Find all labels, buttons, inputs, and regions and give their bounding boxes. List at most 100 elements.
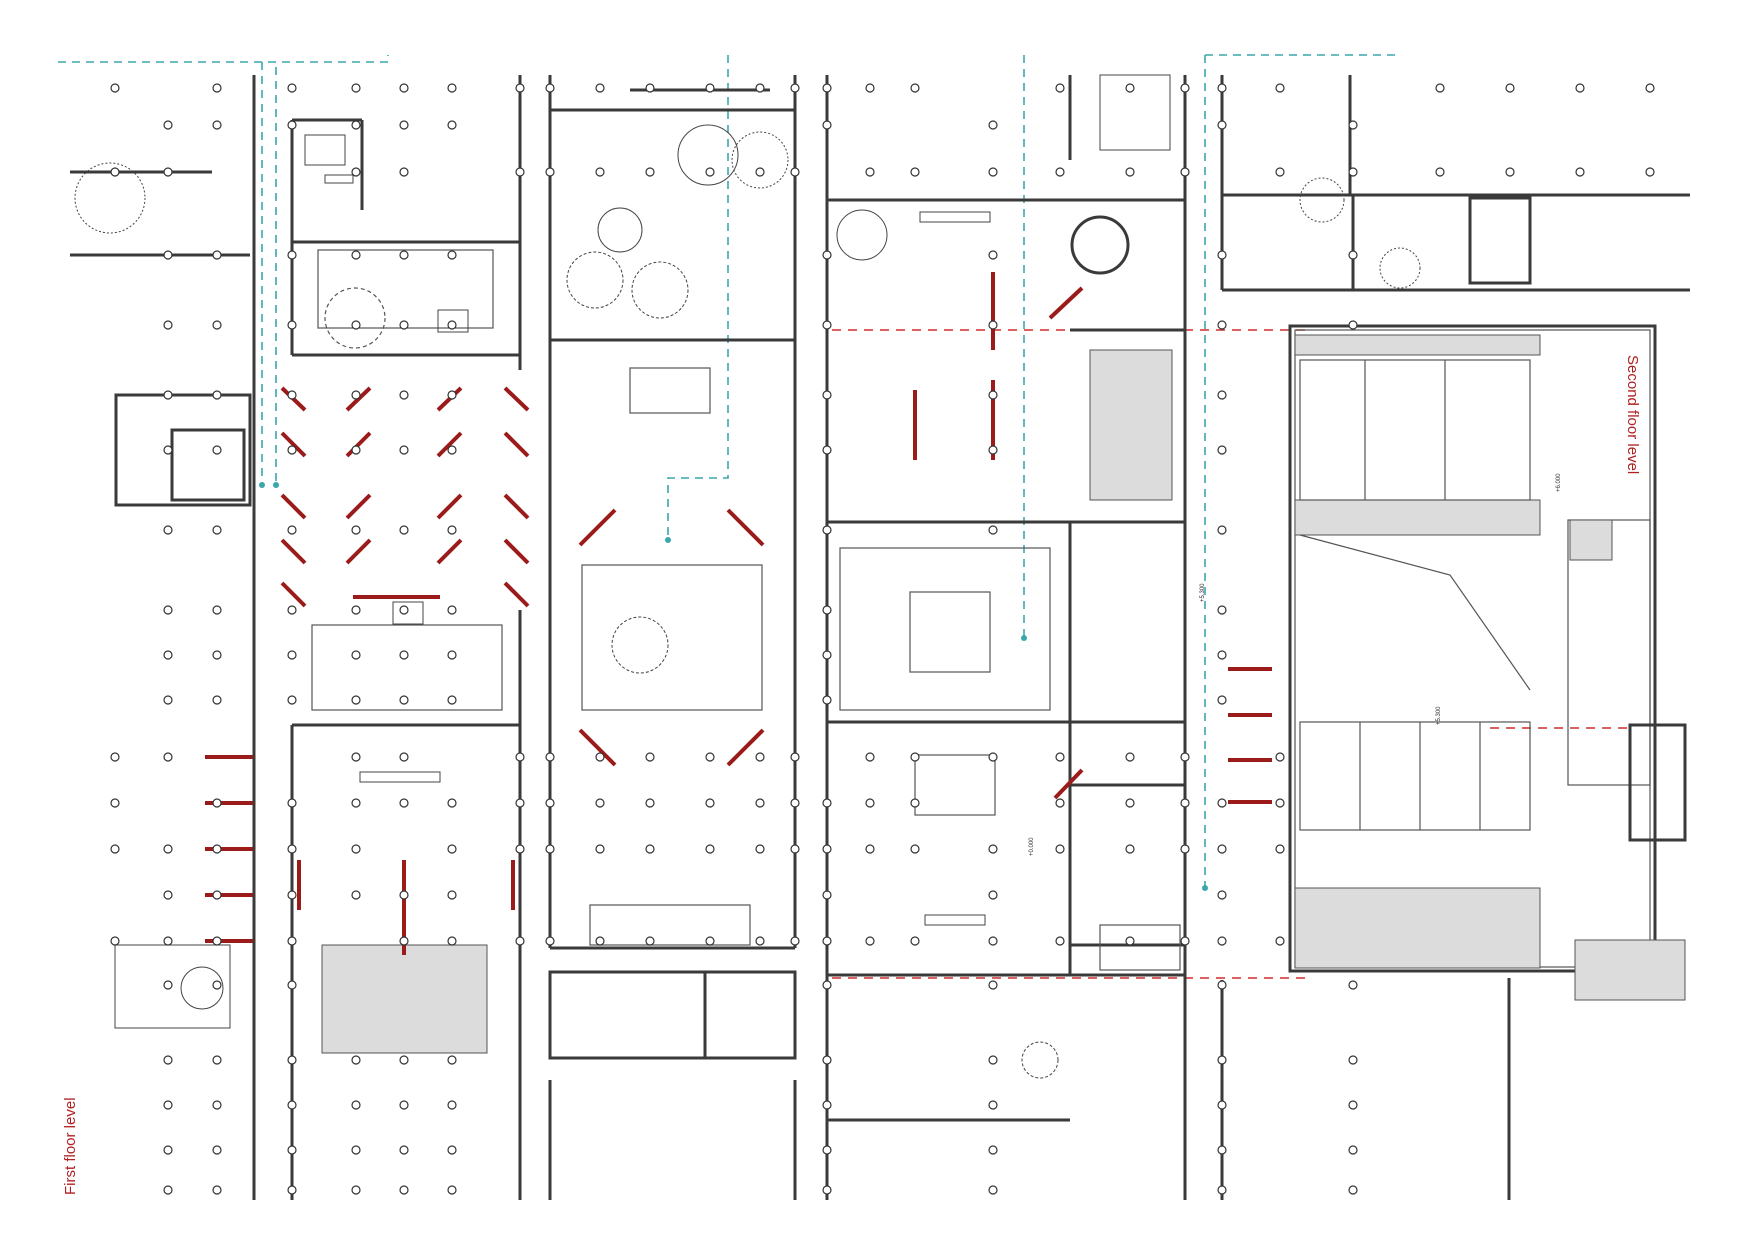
column xyxy=(1217,250,1227,260)
column xyxy=(399,1100,409,1110)
column-grid xyxy=(110,83,1655,1195)
column xyxy=(163,525,173,535)
column xyxy=(705,752,715,762)
elevation-mark: +0.000 xyxy=(1029,837,1035,856)
column xyxy=(287,890,297,900)
column xyxy=(1348,1185,1358,1195)
column xyxy=(988,445,998,455)
column xyxy=(1217,525,1227,535)
column xyxy=(351,695,361,705)
column xyxy=(1348,1055,1358,1065)
column xyxy=(110,167,120,177)
column xyxy=(212,980,222,990)
column xyxy=(447,120,457,130)
column xyxy=(1275,936,1285,946)
column xyxy=(399,1055,409,1065)
column xyxy=(447,798,457,808)
column xyxy=(645,936,655,946)
column xyxy=(790,752,800,762)
column xyxy=(212,320,222,330)
column xyxy=(545,798,555,808)
column xyxy=(287,83,297,93)
column xyxy=(1217,1055,1227,1065)
column xyxy=(447,1185,457,1195)
column xyxy=(1055,798,1065,808)
column xyxy=(790,167,800,177)
column xyxy=(351,752,361,762)
column xyxy=(1217,320,1227,330)
column xyxy=(1217,890,1227,900)
column xyxy=(822,83,832,93)
column xyxy=(163,752,173,762)
column xyxy=(1217,605,1227,615)
column xyxy=(1217,695,1227,705)
column xyxy=(822,650,832,660)
column xyxy=(1435,83,1445,93)
column xyxy=(645,83,655,93)
column xyxy=(822,798,832,808)
column xyxy=(1505,83,1515,93)
column xyxy=(1348,980,1358,990)
column xyxy=(865,798,875,808)
column xyxy=(822,445,832,455)
column xyxy=(822,1145,832,1155)
column xyxy=(212,445,222,455)
column xyxy=(447,1145,457,1155)
column xyxy=(1180,83,1190,93)
column xyxy=(287,1145,297,1155)
column xyxy=(212,83,222,93)
column xyxy=(351,650,361,660)
column xyxy=(399,525,409,535)
column xyxy=(988,936,998,946)
column xyxy=(910,936,920,946)
column xyxy=(790,936,800,946)
column xyxy=(447,1055,457,1065)
column xyxy=(755,844,765,854)
column xyxy=(790,798,800,808)
column xyxy=(822,1185,832,1195)
column xyxy=(212,1185,222,1195)
column xyxy=(1275,167,1285,177)
column xyxy=(545,83,555,93)
column xyxy=(595,752,605,762)
column xyxy=(1348,250,1358,260)
column xyxy=(447,525,457,535)
column xyxy=(399,83,409,93)
column xyxy=(705,936,715,946)
column xyxy=(755,936,765,946)
column xyxy=(1348,120,1358,130)
column xyxy=(988,980,998,990)
column xyxy=(447,250,457,260)
column xyxy=(163,1100,173,1110)
column xyxy=(645,167,655,177)
column xyxy=(287,844,297,854)
column xyxy=(351,605,361,615)
column xyxy=(515,844,525,854)
column xyxy=(287,1055,297,1065)
column xyxy=(515,936,525,946)
first-floor-label: First floor level xyxy=(62,1097,79,1195)
column xyxy=(910,83,920,93)
column xyxy=(822,250,832,260)
second-floor-outline xyxy=(832,329,1630,979)
column xyxy=(399,250,409,260)
column xyxy=(351,525,361,535)
column xyxy=(287,525,297,535)
column xyxy=(351,390,361,400)
column xyxy=(515,752,525,762)
column xyxy=(1217,650,1227,660)
column xyxy=(110,83,120,93)
strip-1 xyxy=(252,75,530,1200)
column xyxy=(163,167,173,177)
column xyxy=(822,1055,832,1065)
column xyxy=(163,120,173,130)
column xyxy=(399,120,409,130)
column xyxy=(287,1100,297,1110)
column xyxy=(1125,844,1135,854)
column xyxy=(1055,167,1065,177)
column xyxy=(351,890,361,900)
column xyxy=(988,250,998,260)
elevation-mark: +6.000 xyxy=(1556,473,1562,492)
column xyxy=(822,390,832,400)
column xyxy=(822,695,832,705)
